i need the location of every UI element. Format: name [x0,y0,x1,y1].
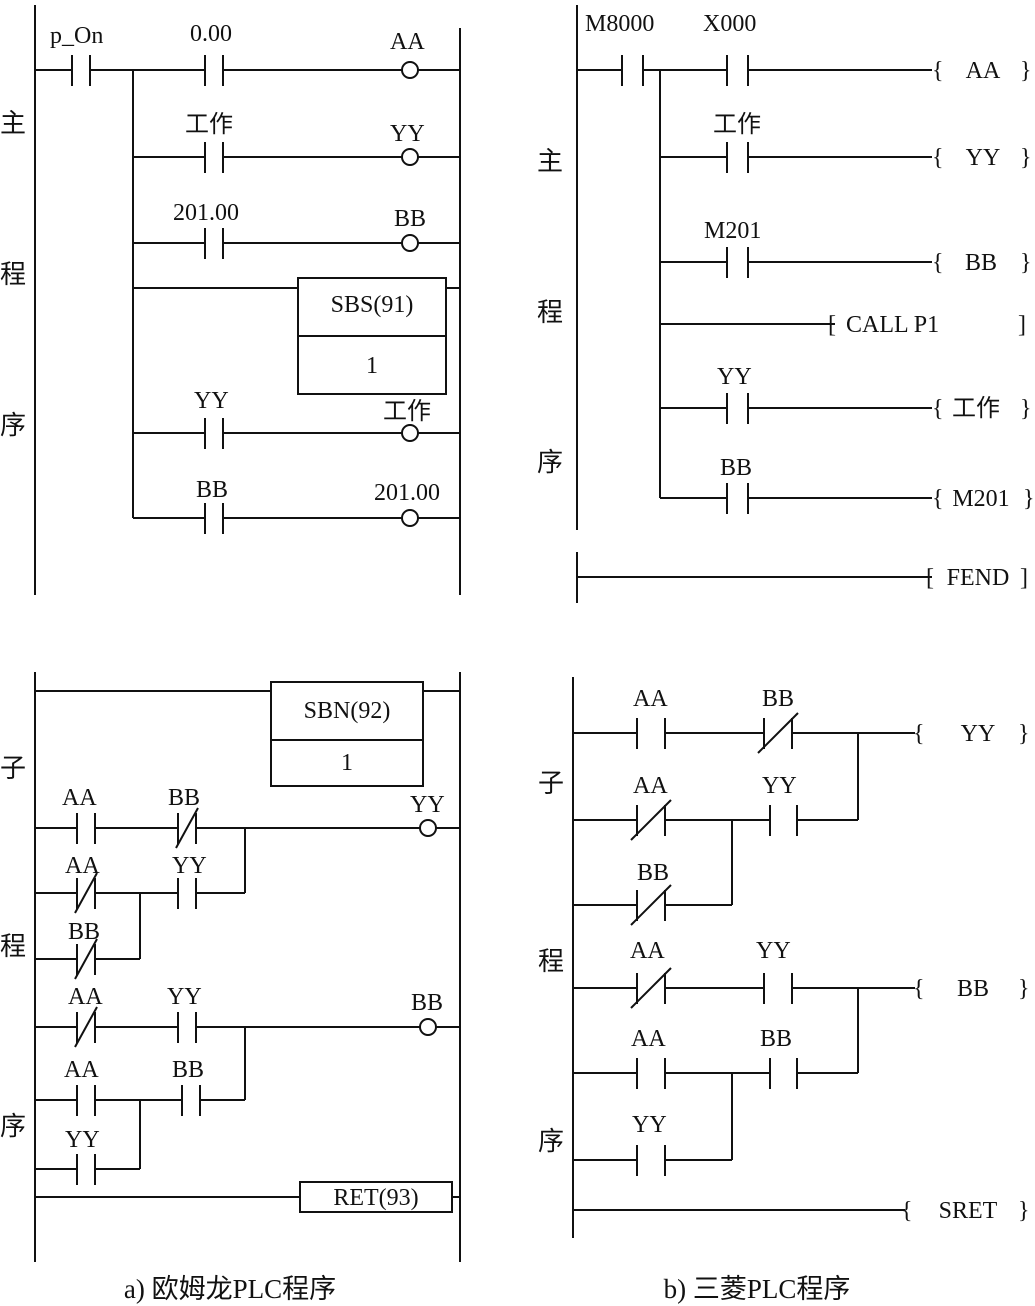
side-label: 序 [538,1127,564,1156]
omron-main-contact-label: 工作 [185,111,233,138]
omron-sub-coil-label: BB [411,990,443,1016]
side-label: 程 [538,947,564,976]
sbn-instruction-value: 1 [341,750,353,776]
omron-sub-contact-label: BB [168,785,200,811]
svg-text:[: [ [926,565,934,591]
side-label: 序 [0,1112,26,1141]
omron-main-coil-label: 201.00 [374,480,440,506]
svg-text:]: ] [1020,565,1028,591]
mitsubishi-sub-contact-label: YY [632,1112,667,1138]
mitsubishi-main-coil-label: YY [966,145,1001,171]
svg-text:}: } [1018,721,1030,747]
mitsubishi-main-coil-label: 工作 [952,395,1000,422]
omron-main-contact-label: 0.00 [190,21,232,47]
svg-text:{: { [932,396,944,422]
omron-main-contact-label: BB [196,477,228,503]
mitsubishi-sub-contact-label: BB [637,860,669,886]
mitsubishi-main-contact-label: 工作 [713,111,761,138]
mitsubishi-sub-contact-label: AA [630,938,665,964]
sbn-instruction-title: SBN(92) [304,698,391,724]
omron-main-contact-label: YY [194,388,229,414]
mitsubishi-sub-contact-label: YY [756,938,791,964]
mitsubishi-sub-contact-label: YY [762,773,797,799]
svg-text:[: [ [828,312,836,338]
mitsubishi-sub-contact-label: AA [631,1026,666,1052]
svg-text:}: } [1020,396,1032,422]
mitsubishi-sub-coil-label: BB [957,976,989,1002]
svg-text:}: } [1018,1198,1030,1224]
side-label: 主 [537,147,563,176]
omron-sub-contact-label: BB [68,919,100,945]
mitsubishi-sub-coil-label: YY [961,721,996,747]
omron-sub-coil-label: YY [410,792,445,818]
svg-text:}: } [1020,250,1032,276]
svg-text:}: } [1020,145,1032,171]
svg-text:}: } [1020,58,1032,84]
mitsubishi-main-program: { } AA M8000 X000 { } YY 工作 { } BB M201 … [537,5,1035,603]
omron-main-coil-label: BB [394,206,426,232]
omron-sub-contact-label: YY [65,1127,100,1153]
mitsubishi-sub-contact-label: AA [633,686,668,712]
svg-text:}: } [1018,976,1030,1002]
svg-text:{: { [913,976,925,1002]
fend-instruction: FEND [947,565,1010,591]
svg-text:{: { [932,58,944,84]
omron-main-program: p_On 0.00 AA 工作 YY 201.00 BB SBS(91) 1 Y… [0,5,461,595]
mitsubishi-sub-contact-label: BB [760,1026,792,1052]
mitsubishi-sub-contact-label: AA [633,773,668,799]
mitsubishi-sub-program: { } YY AA BB AA YY BB { } BB AA YY [538,677,1030,1238]
call-instruction: CALL P1 [846,312,939,338]
mitsubishi-main-contact-label: M8000 [585,11,654,37]
mitsubishi-main-coil-label: AA [966,58,1001,84]
side-label: 程 [0,260,26,289]
side-label: 序 [537,448,563,477]
omron-sub-contact-label: YY [167,984,202,1010]
omron-sub-program: SBN(92) 1 AA BB YY AA YY BB [0,672,461,1262]
omron-sub-contact-label: AA [64,1057,99,1083]
svg-text:{: { [932,145,944,171]
omron-sub-contact-label: AA [68,984,103,1010]
side-label: 子 [0,754,26,783]
omron-main-contact-label: 201.00 [173,200,239,226]
mitsubishi-main-contact-label: BB [720,455,752,481]
side-label: 主 [0,109,26,138]
svg-text:{: { [932,486,944,512]
omron-main-coil-label: YY [390,121,425,147]
ret-instruction: RET(93) [333,1185,418,1211]
sret-instruction: SRET [939,1198,998,1224]
svg-text:}: } [1023,486,1035,512]
mitsubishi-main-contact-label: X000 [703,11,756,37]
side-label: 程 [537,298,563,327]
omron-main-contact-label: p_On [50,23,103,49]
mitsubishi-main-coil-label: BB [965,250,997,276]
caption-a: a) 欧姆龙PLC程序 [124,1274,336,1304]
omron-sub-contact-label: YY [172,853,207,879]
sbs-instruction-value: 1 [366,353,378,379]
mitsubishi-main-contact-label: M201 [704,218,761,244]
mitsubishi-sub-contact-label: BB [762,686,794,712]
mitsubishi-main-coil-label: M201 [952,486,1009,512]
omron-main-coil-label: AA [390,29,425,55]
omron-sub-contact-label: BB [172,1057,204,1083]
svg-text:]: ] [1018,312,1026,338]
side-label: 程 [0,932,26,961]
sbs-instruction-title: SBS(91) [331,292,414,318]
omron-sub-contact-label: AA [62,785,97,811]
svg-text:{: { [913,721,925,747]
svg-text:{: { [932,250,944,276]
svg-text:{: { [901,1198,913,1224]
side-label: 序 [0,411,26,440]
side-label: 子 [538,769,564,798]
omron-sub-contact-label: AA [65,853,100,879]
caption-b: b) 三菱PLC程序 [664,1274,851,1304]
mitsubishi-main-contact-label: YY [717,364,752,390]
omron-main-coil-label: 工作 [383,398,431,425]
